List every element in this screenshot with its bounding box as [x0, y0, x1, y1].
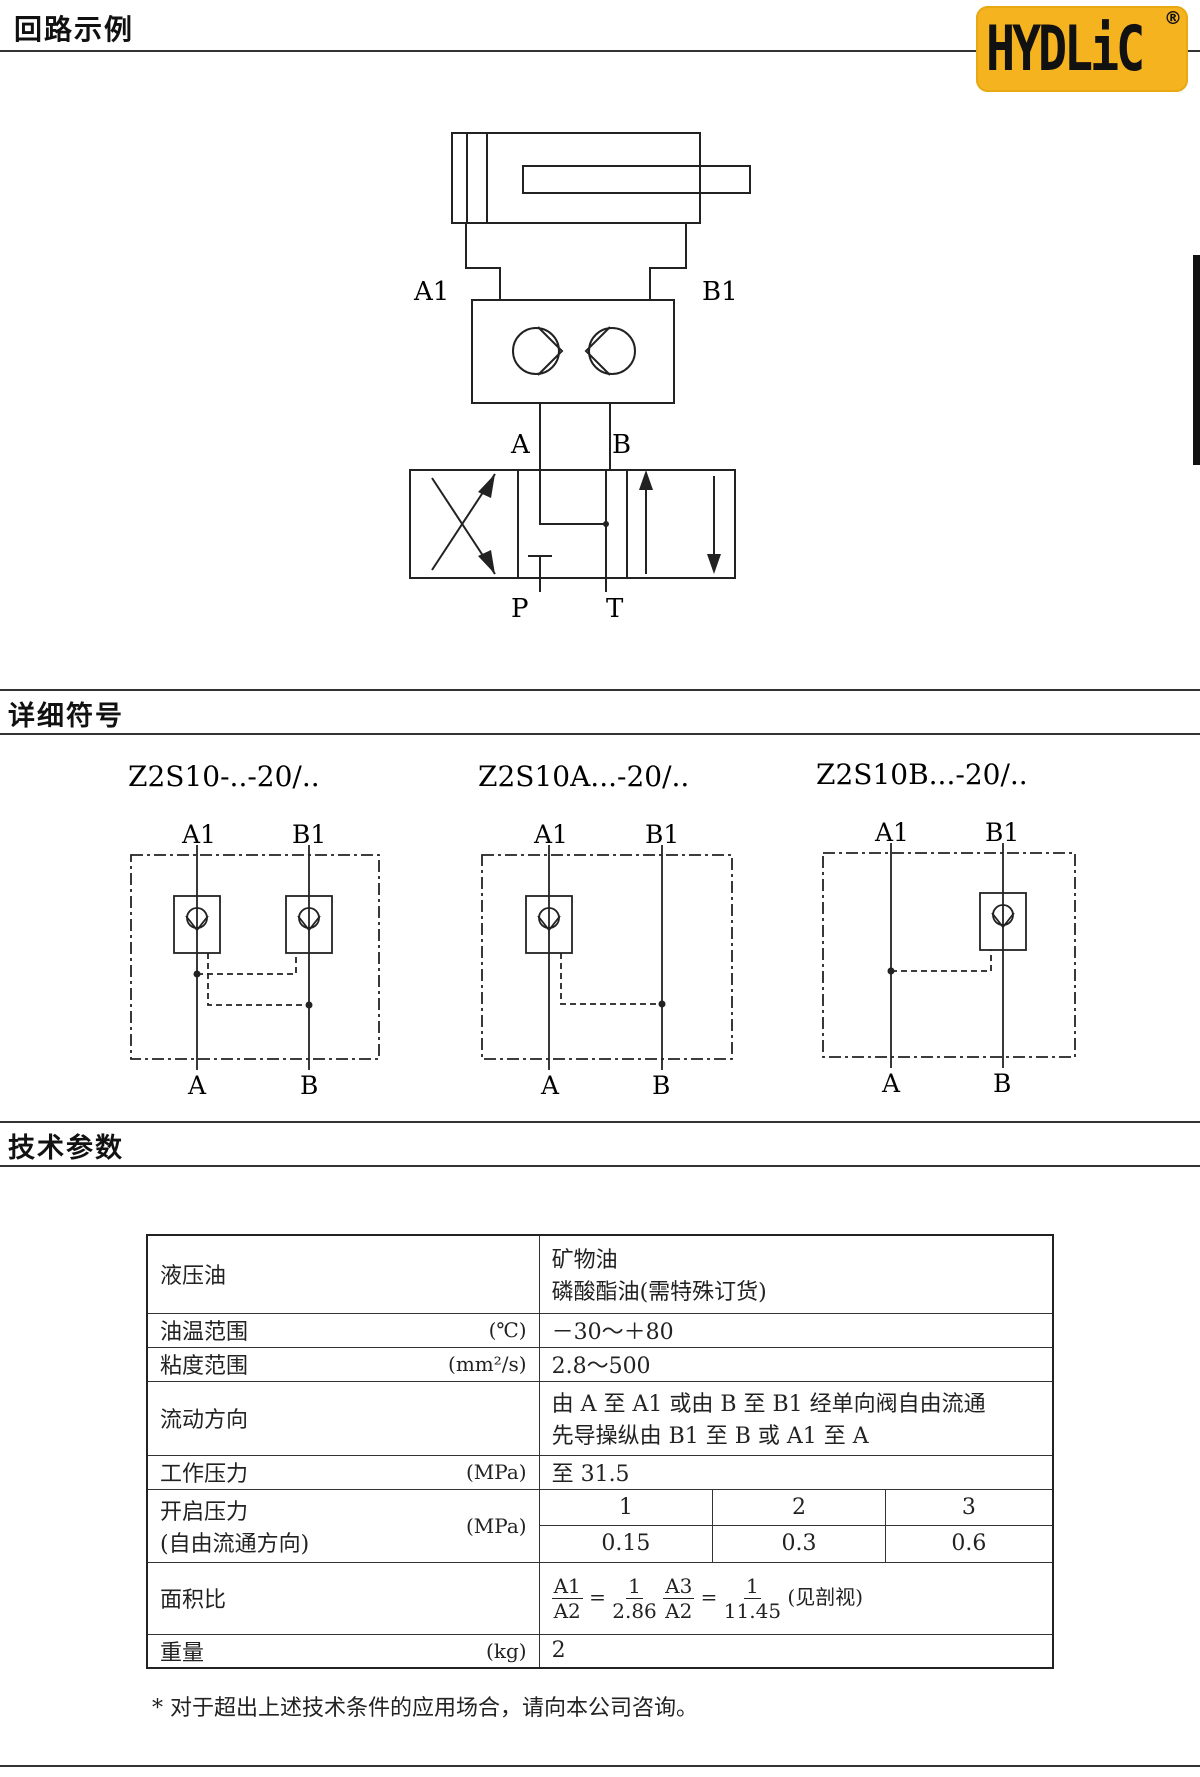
fluid-label: 液压油	[146, 1234, 540, 1314]
symbol-3-model: Z2S10B...-20/..	[816, 758, 1028, 791]
weight-unit: (kg)	[486, 1638, 527, 1663]
work-pressure-unit: (MPa)	[466, 1460, 527, 1484]
crack-pressure-value-3: 0.6	[884, 1524, 1054, 1563]
cylinder-body	[451, 132, 701, 224]
symbols-diagram: Z2S10-..-20/.. A1 B1 A B Z2S10A...-20/..…	[128, 758, 1076, 1100]
circuit-diagram: A1 B1 A B P T	[409, 132, 751, 624]
table-row: 粘度范围 (mm²/s) 2.8～500	[146, 1346, 1054, 1382]
label-t: T	[606, 594, 624, 624]
symbol-2-model: Z2S10A...-20/..	[478, 760, 689, 793]
crack-pressure-header-2: 2	[712, 1488, 886, 1526]
flow-dir-line2: 先导操纵由 B1 至 B 或 A1 至 A	[551, 1424, 869, 1449]
flow-dir-line1: 由 A 至 A1 或由 B 至 B1 经单向阀自由流通	[551, 1392, 986, 1417]
symbol-1-model: Z2S10-..-20/..	[128, 760, 320, 793]
oil-temp-unit: (℃)	[488, 1318, 527, 1342]
symbols-top-divider	[0, 689, 1200, 691]
crack-pressure-label: 开启压力	[160, 1499, 249, 1525]
work-pressure-label: 工作压力	[160, 1462, 249, 1487]
area-eq1: =	[589, 1584, 606, 1609]
symbol-2-a: A	[540, 1071, 560, 1100]
viscosity-label: 粘度范围	[160, 1354, 249, 1379]
bottom-divider	[0, 1765, 1200, 1767]
flow-dir-label: 流动方向	[146, 1380, 540, 1456]
logo-text: HYDLiC	[986, 12, 1145, 85]
area-ratio-label: 面积比	[146, 1561, 540, 1635]
symbols-title-divider	[0, 733, 1200, 735]
table-row: 工作压力 (MPa) 至 31.5	[146, 1454, 1054, 1490]
flow-dir-value: 由 A 至 A1 或由 B 至 B1 经单向阀自由流通 先导操纵由 B1 至 B…	[538, 1380, 1054, 1456]
crack-pressure-value-2: 0.3	[712, 1524, 886, 1563]
table-row: 重量 (kg) 2	[146, 1633, 1054, 1669]
viscosity-unit: (mm²/s)	[448, 1352, 527, 1376]
tech-title-divider	[0, 1165, 1200, 1167]
area-ratio-note: (见剖视)	[787, 1584, 864, 1609]
symbol-z2s10a: Z2S10A...-20/.. A1 B1 A B	[478, 760, 733, 1100]
crack-pressure-sublabel: (自由流通方向)	[160, 1531, 310, 1557]
symbol-z2s10b: Z2S10B...-20/.. A1 B1 A B	[816, 758, 1076, 1098]
area-f3-den: A2	[665, 1598, 693, 1623]
symbol-3-b1: B1	[985, 818, 1019, 847]
label-b1: B1	[702, 277, 738, 307]
area-f1-num: A1	[551, 1573, 583, 1599]
area-f2-num: 1	[626, 1573, 643, 1599]
symbol-2-b1: B1	[645, 820, 679, 849]
area-eq2: =	[700, 1584, 718, 1609]
area-f4-num: 1	[744, 1573, 761, 1599]
fluid-value-line1: 矿物油	[551, 1248, 618, 1274]
oil-temp-value: －30～＋80	[538, 1312, 1054, 1348]
table-row: 油温范围 (℃) －30～＋80	[146, 1312, 1054, 1348]
oil-temp-label: 油温范围	[160, 1320, 249, 1345]
weight-value: 2	[538, 1633, 1054, 1669]
table-row: 液压油 矿物油 磷酸酯油(需特殊订货)	[146, 1234, 1054, 1314]
brand-logo: HYDLiC ®	[976, 6, 1188, 92]
port-b1-line	[649, 223, 687, 300]
fluid-value-line2: 磷酸酯油(需特殊订货)	[551, 1280, 767, 1306]
weight-label: 重量	[160, 1640, 205, 1666]
piston-rod	[522, 165, 751, 194]
symbol-1-a: A	[187, 1071, 207, 1100]
crack-pressure-header-3: 3	[884, 1488, 1054, 1526]
label-a1: A1	[413, 277, 449, 307]
label-b: B	[612, 430, 631, 460]
footnote: * 对于超出上述技术条件的应用场合，请向本公司咨询。	[152, 1696, 698, 1721]
table-row: 开启压力 (自由流通方向) (MPa) 1 2 3	[146, 1488, 1054, 1563]
fluid-value: 矿物油 磷酸酯油(需特殊订货)	[538, 1234, 1054, 1314]
tech-section-title: 技术参数	[8, 1133, 124, 1164]
area-f2-den: 2.86	[612, 1598, 657, 1623]
header-divider	[0, 50, 1200, 52]
symbols-section-title: 详细符号	[8, 701, 124, 732]
directional-valve	[409, 469, 736, 579]
viscosity-value: 2.8～500	[538, 1346, 1054, 1382]
symbol-3-a: A	[881, 1069, 901, 1098]
label-p: P	[511, 594, 529, 624]
tech-top-divider	[0, 1121, 1200, 1123]
crack-pressure-value-1: 0.15	[538, 1524, 714, 1563]
label-a: A	[510, 430, 531, 460]
symbol-1-b1: B1	[292, 820, 326, 849]
crack-pressure-unit: (MPa)	[466, 1513, 527, 1538]
area-f4-den: 11.45	[723, 1598, 782, 1623]
registered-mark: ®	[1164, 8, 1182, 29]
crack-pressure-header-1: 1	[538, 1488, 714, 1526]
page-title: 回路示例	[14, 13, 135, 46]
work-pressure-value: 至 31.5	[538, 1454, 1054, 1490]
symbol-2-b: B	[652, 1071, 670, 1100]
check-valve-block	[471, 299, 675, 404]
table-row: 流动方向 由 A 至 A1 或由 B 至 B1 经单向阀自由流通 先导操纵由 B…	[146, 1380, 1054, 1456]
port-a1-line	[465, 223, 501, 300]
area-f1-den: A2	[553, 1598, 581, 1623]
symbol-1-b: B	[300, 1071, 318, 1100]
area-f3-num: A3	[663, 1573, 695, 1599]
symbol-3-b: B	[993, 1069, 1011, 1098]
symbol-z2s10: Z2S10-..-20/.. A1 B1 A B	[128, 760, 380, 1100]
page-edge-tab	[1193, 255, 1200, 465]
symbol-1-a1: A1	[181, 820, 216, 849]
spec-table: 液压油 矿物油 磷酸酯油(需特殊订货) 油温范围 (℃) －30～＋80 粘度范…	[146, 1234, 1054, 1669]
symbol-3-a1: A1	[874, 818, 909, 847]
symbol-2-a1: A1	[533, 820, 568, 849]
